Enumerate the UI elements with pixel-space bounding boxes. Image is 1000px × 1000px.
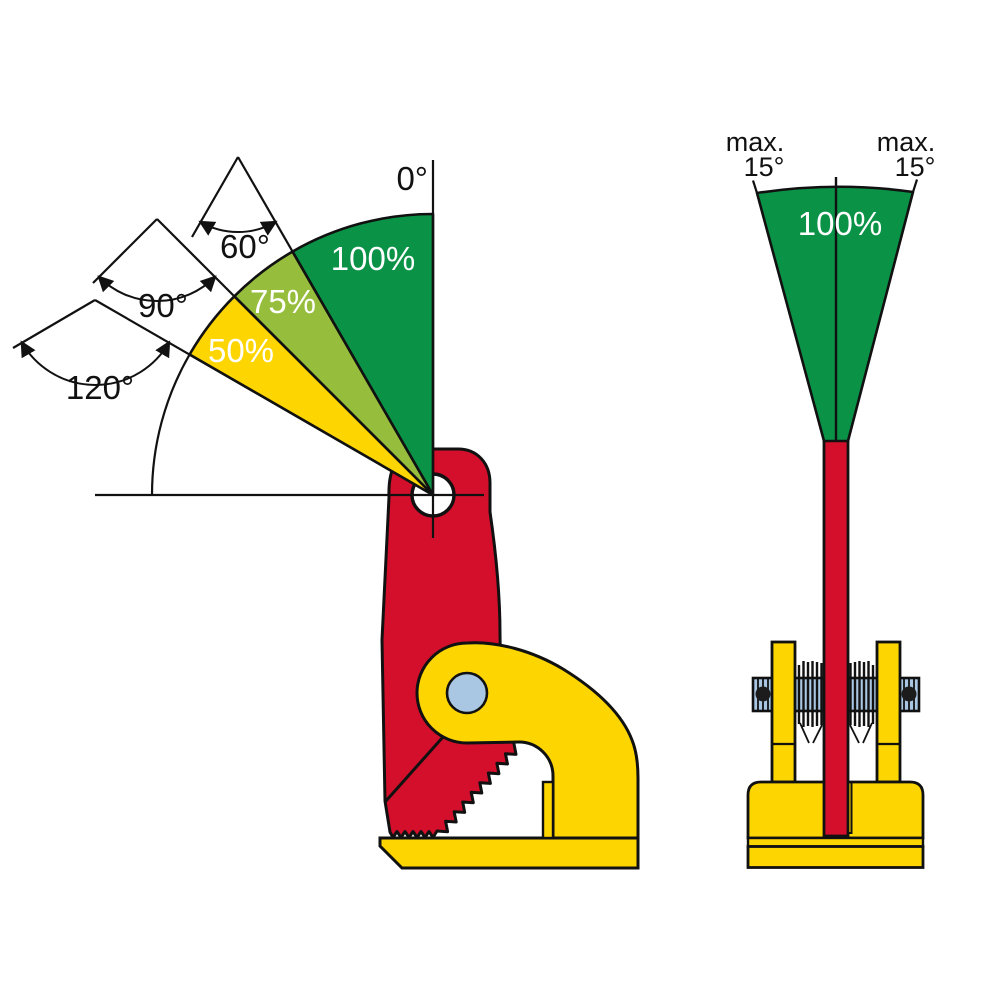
angle-arc-90 (97, 275, 217, 303)
side-view-diagram: 0° 60° 90° 120° 100% 75% 50% (12, 156, 640, 870)
spring-taper-lines (799, 722, 873, 744)
angle-arc-120 (20, 340, 171, 386)
label-15-right: 15° (895, 152, 936, 182)
label-0deg: 0° (396, 160, 428, 197)
column-left (770, 640, 797, 784)
label-100pct-front: 100% (798, 205, 882, 242)
v-leg-90 (92, 218, 158, 284)
cam-separator-line (383, 736, 445, 803)
angle-ray-45 (156, 218, 434, 496)
label-60deg: 60° (220, 228, 270, 265)
spring-right (849, 661, 875, 727)
v-leg-60 (191, 156, 239, 238)
stop-strip (541, 780, 555, 840)
angle-ray-60 (94, 299, 434, 496)
shackle-bar (822, 438, 850, 838)
label-120deg: 120° (66, 369, 134, 406)
label-100pct: 100% (331, 240, 415, 277)
quarter-arc (150, 353, 191, 496)
label-50pct: 50% (208, 332, 274, 369)
base-plate-front (746, 845, 925, 869)
label-max-left: max. (726, 127, 785, 157)
sector-100 (291, 212, 435, 497)
v-leg-120 (12, 299, 96, 349)
pivot-pin (445, 671, 489, 715)
label-90deg: 90° (138, 287, 188, 324)
pin-left (755, 686, 771, 702)
fan-tick-left (751, 180, 759, 194)
label-75pct: 75% (250, 283, 316, 320)
column-right (875, 640, 902, 784)
angle-ray-30 (237, 156, 434, 496)
angle-arc-60 (198, 220, 278, 236)
pin-right (901, 686, 917, 702)
front-view-diagram: max. 15° max. 15° 100% (726, 127, 936, 869)
base-plate-side (378, 836, 640, 870)
label-max-right: max. (877, 127, 936, 157)
spring-left (797, 661, 823, 727)
label-15-left: 15° (744, 152, 785, 182)
base-slot-line (848, 782, 853, 834)
fan-tick-right (911, 179, 919, 193)
